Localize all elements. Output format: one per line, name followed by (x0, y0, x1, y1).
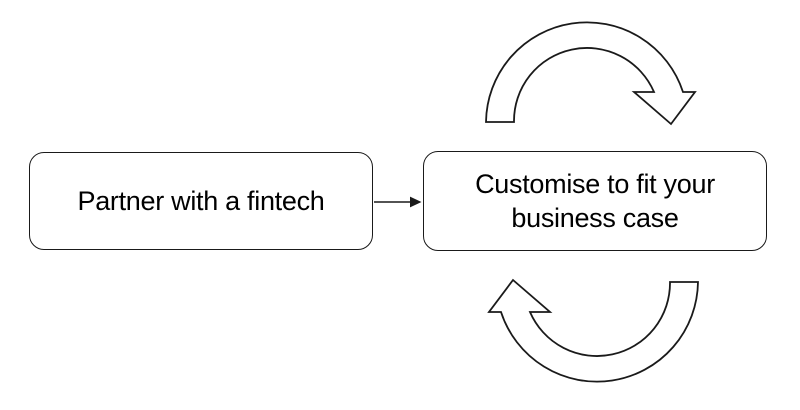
connector-arrow (374, 196, 422, 208)
flow-node-customise: Customise to fit your business case (423, 151, 767, 251)
flow-node-customise-label-line2: business case (511, 203, 679, 233)
cycle-arrow-bottom-icon (487, 278, 699, 383)
connector-arrowhead-icon (410, 196, 422, 208)
cycle-arrow-top-icon (485, 21, 697, 126)
flow-node-customise-label-line1: Customise to fit your (475, 169, 715, 199)
flow-node-partner: Partner with a fintech (29, 152, 373, 250)
flow-node-partner-label: Partner with a fintech (77, 186, 325, 216)
